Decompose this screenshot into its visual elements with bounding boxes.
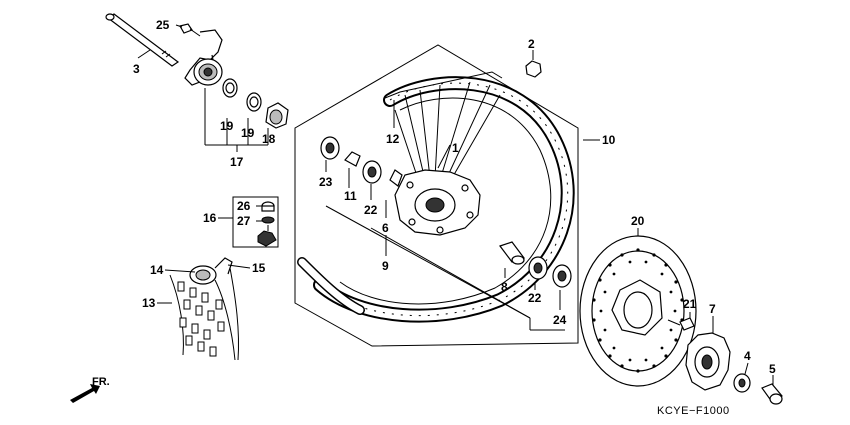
callout-12: 12 [386, 132, 400, 146]
bearing-23 [320, 136, 340, 160]
callout-6: 6 [382, 221, 389, 235]
callout-15: 15 [252, 261, 266, 275]
seal-24 [552, 264, 572, 288]
leader-lines [137, 24, 774, 385]
callout-27: 27 [237, 214, 251, 228]
bearing-22-lower [528, 256, 548, 280]
callout-17: 17 [230, 155, 244, 169]
callout-19b: 19 [241, 126, 255, 140]
washer-19b [246, 92, 262, 112]
washer-19a [222, 78, 238, 98]
bolt-21 [667, 317, 695, 331]
callout-26: 26 [237, 199, 251, 213]
callout-2: 2 [528, 37, 535, 51]
bearing-22-upper [362, 160, 382, 184]
callout-20: 20 [631, 214, 645, 228]
axle-3 [105, 13, 180, 67]
gear-18 [265, 102, 289, 129]
callout-11: 11 [344, 189, 357, 203]
tire-13 [169, 274, 236, 361]
cap-26 [261, 201, 275, 212]
callout-23: 23 [319, 175, 333, 189]
wheel-group-box [294, 44, 579, 347]
callout-22-upper: 22 [364, 203, 378, 217]
collar-4 [733, 373, 751, 393]
front-marker-label: FR. [92, 376, 110, 388]
spacer-11 [344, 151, 361, 167]
callout-1: 1 [452, 141, 459, 155]
callout-4: 4 [744, 349, 751, 363]
callout-5: 5 [769, 362, 776, 376]
callout-labels: 3 25 2 10 1 12 23 11 22 6 9 19 19 18 17 … [133, 18, 776, 376]
rim [297, 71, 575, 323]
callout-24: 24 [553, 313, 567, 327]
bolt-25 [179, 23, 201, 37]
callout-8: 8 [501, 280, 508, 294]
callout-7: 7 [709, 302, 716, 316]
brake-disc-20 [579, 235, 697, 387]
callout-3: 3 [133, 62, 140, 76]
front-direction-arrow [70, 384, 100, 403]
callout-10: 10 [602, 133, 616, 147]
distance-collar-8 [499, 241, 525, 265]
callout-13: 13 [142, 296, 156, 310]
callout-18: 18 [262, 132, 276, 146]
nut-27 [261, 216, 275, 224]
rim-band-15 [214, 257, 240, 361]
callout-22-lower: 22 [528, 291, 542, 305]
callout-9: 9 [382, 259, 389, 273]
figure-code: KCYE−F1000 [657, 405, 730, 417]
speedometer-gearbox [184, 29, 223, 86]
hub [389, 169, 481, 236]
callout-16: 16 [203, 211, 217, 225]
hub-plate-7 [685, 332, 731, 391]
spacer-5 [761, 383, 783, 405]
callout-14: 14 [150, 263, 164, 277]
callout-21: 21 [683, 297, 697, 311]
valve-group-box [232, 196, 279, 248]
tube-14 [189, 265, 217, 285]
valve-stem [257, 225, 277, 247]
callout-19a: 19 [220, 119, 234, 133]
callout-25: 25 [156, 18, 170, 32]
